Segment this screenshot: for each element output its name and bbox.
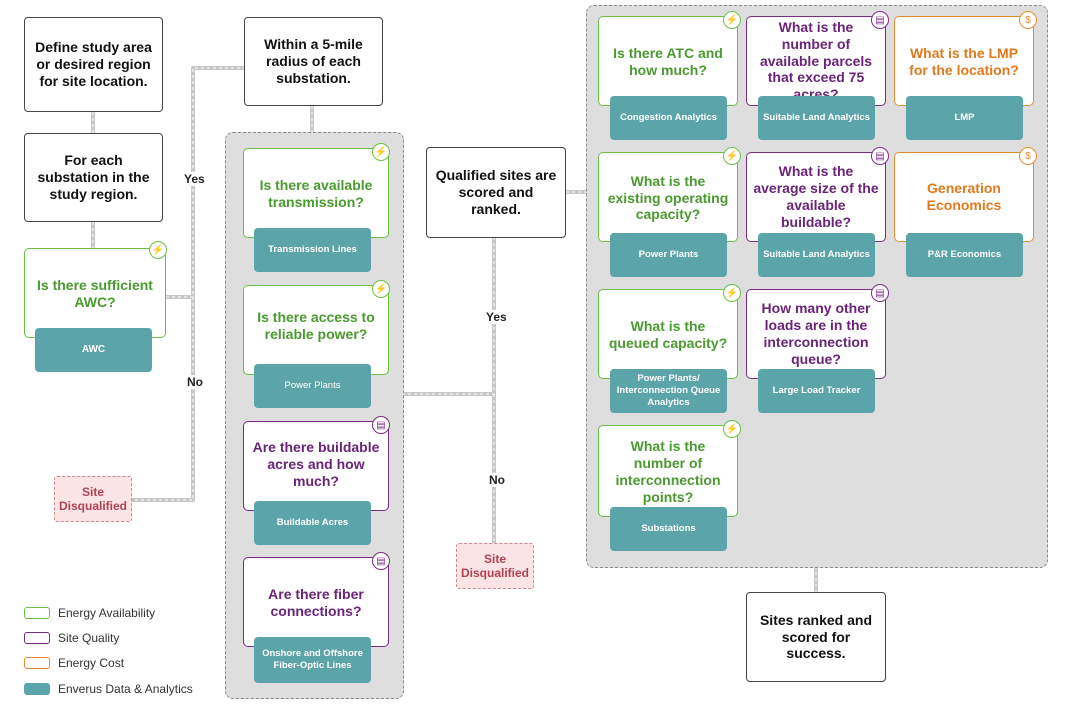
site-quality-icon: ▤ xyxy=(372,416,390,434)
reliable-power-card: Is there access to reliable power? ⚡ xyxy=(243,280,390,375)
atc-card: Is there ATC and how much? ⚡ xyxy=(598,11,741,106)
other-loads-card: How many other loads are in the intercon… xyxy=(746,284,889,379)
operating-capacity-card: What is the existing operating capacity?… xyxy=(598,147,741,242)
congestion-analytics-tile: Congestion Analytics xyxy=(610,96,727,140)
site-disqualified-left: Site Disqualified xyxy=(54,476,132,522)
other-loads-question: How many other loads are in the intercon… xyxy=(761,300,871,367)
enverus-data-swatch xyxy=(24,683,50,695)
energy-availability-icon: ⚡ xyxy=(372,143,390,161)
transmission-question: Is there available transmission? xyxy=(259,177,373,210)
energy-availability-icon: ⚡ xyxy=(723,147,741,165)
legend-label: Energy Cost xyxy=(58,656,125,670)
parcels-card: What is the number of available parcels … xyxy=(746,11,889,106)
transmission-lines-tile: Transmission Lines xyxy=(254,228,371,272)
yes-label-score: Yes xyxy=(485,310,508,324)
suitable-land-tile-2: Suitable Land Analytics xyxy=(758,233,875,277)
energy-availability-swatch xyxy=(24,607,50,619)
radius-box: Within a 5-mile radius of each substatio… xyxy=(244,17,383,106)
energy-availability-icon: ⚡ xyxy=(723,11,741,29)
interconnection-points-card: What is the number of interconnection po… xyxy=(598,420,741,517)
average-size-card: What is the average size of the availabl… xyxy=(746,147,889,242)
energy-cost-icon: $ xyxy=(1019,147,1037,165)
buildable-acres-card: Are there buildable acres and how much? … xyxy=(243,416,390,511)
site-quality-swatch xyxy=(24,632,50,644)
energy-availability-icon: ⚡ xyxy=(372,280,390,298)
generation-economics-card: Generation Economics $ xyxy=(894,147,1037,242)
legend-energy-availability: Energy Availability xyxy=(24,606,155,620)
qualified-sites-box: Qualified sites are scored and ranked. xyxy=(426,147,566,238)
buildable-acres-tile: Buildable Acres xyxy=(254,501,371,545)
parcels-question: What is the number of available parcels … xyxy=(759,19,873,103)
awc-question: Is there sufficient AWC? xyxy=(37,277,153,310)
generation-economics-question: Generation Economics xyxy=(926,180,1002,213)
legend-label: Enverus Data & Analytics xyxy=(58,682,193,696)
awc-question-card: Is there sufficient AWC? ⚡ xyxy=(24,241,167,338)
final-ranked-box: Sites ranked and scored for success. xyxy=(746,592,886,682)
power-plants-tile-right: Power Plants xyxy=(610,233,727,277)
legend-site-quality: Site Quality xyxy=(24,631,119,645)
fiber-question: Are there fiber connections? xyxy=(268,586,364,619)
yes-label-left: Yes xyxy=(183,172,206,186)
suitable-land-tile-1: Suitable Land Analytics xyxy=(758,96,875,140)
site-quality-icon: ▤ xyxy=(871,11,889,29)
legend-label: Energy Availability xyxy=(58,606,156,620)
queued-capacity-card: What is the queued capacity? ⚡ xyxy=(598,284,741,379)
atc-question: Is there ATC and how much? xyxy=(613,45,723,78)
energy-cost-icon: $ xyxy=(1019,11,1037,29)
no-label-left: No xyxy=(186,375,204,389)
interconnection-points-question: What is the number of interconnection po… xyxy=(615,438,721,505)
substations-tile: Substations xyxy=(610,507,727,551)
each-substation-box: For each substation in the study region. xyxy=(24,133,163,222)
average-size-question: What is the average size of the availabl… xyxy=(753,163,879,230)
fiber-card: Are there fiber connections? ▤ xyxy=(243,552,390,647)
no-label-score: No xyxy=(488,473,506,487)
site-disqualified-score: Site Disqualified xyxy=(456,543,534,589)
fiber-optic-tile: Onshore and Offshore Fiber-Optic Lines xyxy=(254,637,371,683)
site-quality-icon: ▤ xyxy=(871,147,889,165)
energy-availability-icon: ⚡ xyxy=(723,284,741,302)
site-quality-icon: ▤ xyxy=(372,552,390,570)
interconnection-queue-tile: Power Plants/ Interconnection Queue Anal… xyxy=(610,369,727,413)
lmp-tile: LMP xyxy=(906,96,1023,140)
lmp-question: What is the LMP for the location? xyxy=(909,45,1019,78)
awc-data-tile: AWC xyxy=(35,328,152,372)
energy-cost-swatch xyxy=(24,657,50,669)
transmission-card: Is there available transmission? ⚡ xyxy=(243,143,390,238)
operating-capacity-question: What is the existing operating capacity? xyxy=(607,172,729,223)
define-study-area-box: Define study area or desired region for … xyxy=(24,17,163,112)
energy-availability-icon: ⚡ xyxy=(723,420,741,438)
reliable-power-question: Is there access to reliable power? xyxy=(257,309,375,342)
legend-label: Site Quality xyxy=(58,631,120,645)
pr-economics-tile: P&R Economics xyxy=(906,233,1023,277)
lmp-card: What is the LMP for the location? $ xyxy=(894,11,1037,106)
legend-energy-cost: Energy Cost xyxy=(24,656,124,670)
site-quality-icon: ▤ xyxy=(871,284,889,302)
queued-capacity-question: What is the queued capacity? xyxy=(608,318,728,351)
power-plants-tile: Power Plants xyxy=(254,364,371,408)
energy-availability-icon: ⚡ xyxy=(149,241,167,259)
buildable-acres-question: Are there buildable acres and how much? xyxy=(252,439,380,489)
large-load-tracker-tile: Large Load Tracker xyxy=(758,369,875,413)
legend-enverus-data: Enverus Data & Analytics xyxy=(24,682,193,696)
